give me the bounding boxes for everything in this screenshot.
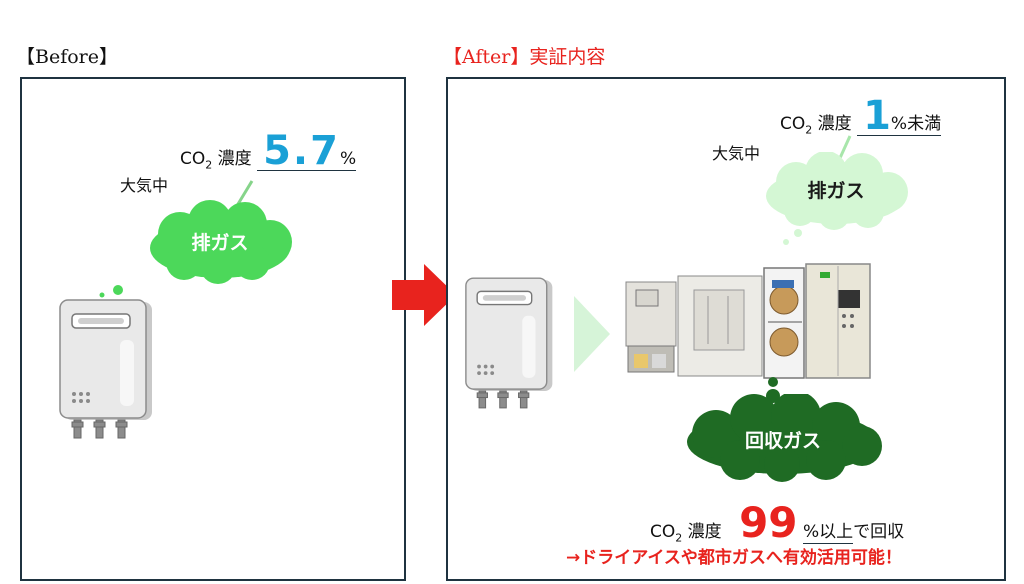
before-heading: 【Before】	[16, 46, 119, 68]
recovery-suffix: で回収	[853, 522, 905, 542]
co2-subscript: 2	[805, 123, 813, 137]
before-co2-readout: CO2 濃度 5.7%	[180, 128, 357, 174]
recovered-gas-cloud-icon	[687, 394, 882, 482]
before-exhaust-cloud-icon	[150, 200, 292, 284]
after-co2-readout: CO2 濃度 1%未満	[780, 93, 942, 139]
before-co2-value: 5.7	[263, 128, 340, 174]
after-water-heater-icon	[465, 277, 553, 409]
co2-subscript: 2	[205, 158, 213, 172]
co2-word: 濃度	[817, 114, 852, 134]
recovery-co2-readout: CO2 濃度 99 %以上で回収	[650, 498, 904, 547]
after-heading: 【After】実証内容	[443, 46, 606, 68]
after-co2-unit: %未満	[890, 114, 942, 134]
arrow-right-icon	[392, 264, 456, 326]
co2-label: CO	[780, 114, 806, 134]
before-cloud-label: 排ガス	[191, 232, 249, 254]
co2-label: CO	[180, 149, 206, 169]
co2-label: CO	[650, 522, 676, 542]
chevron-right-icon	[574, 296, 610, 372]
usage-callout: →ドライアイスや都市ガスへ有効活用可能！	[566, 548, 902, 568]
after-equipment-bubbles	[766, 377, 780, 403]
before-cloud-bubbles	[99, 285, 123, 298]
co2-word: 濃度	[687, 522, 722, 542]
before-atmosphere-label: 大気中	[120, 176, 169, 195]
recovered-gas-label: 回収ガス	[744, 430, 821, 452]
after-exhaust-cloud-icon	[766, 152, 908, 230]
after-cloud-bubbles	[783, 229, 802, 245]
recovery-value: 99	[739, 498, 798, 547]
recovery-unit: %以上	[802, 522, 854, 544]
before-co2-unit: %	[339, 149, 357, 169]
water-heater-icon	[59, 299, 152, 439]
co2-capture-equipment-icon	[625, 263, 871, 379]
co2-word: 濃度	[217, 149, 252, 169]
co2-subscript: 2	[675, 531, 683, 545]
after-co2-value: 1	[863, 93, 891, 139]
after-atmosphere-label: 大気中	[712, 144, 761, 163]
after-cloud-label: 排ガス	[807, 180, 865, 202]
after-connector-line	[838, 135, 852, 159]
